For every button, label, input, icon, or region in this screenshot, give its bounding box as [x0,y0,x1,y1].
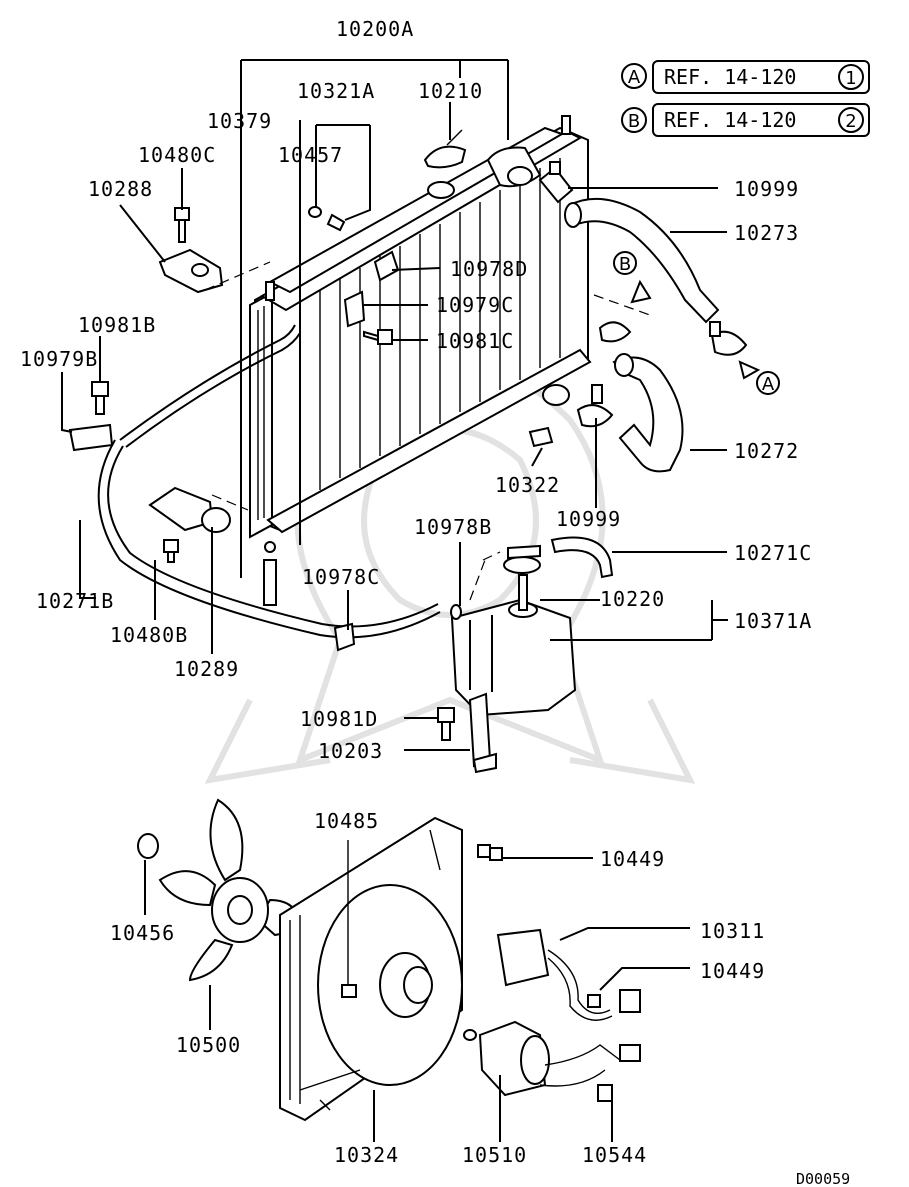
lower-mount-10289 [148,486,249,533]
reservoir-bracket-10203 [468,692,497,774]
label-10288: 10288 [88,177,153,201]
label-10981C: 10981C [436,329,514,353]
radiator [249,115,592,553]
label-10979C: 10979C [436,293,514,317]
drain-tube-10379 [263,559,277,606]
nut-10544 [597,1084,613,1102]
bolt-10449a [477,844,503,861]
part-labels: 10200A 10379 10321A 10210 10480C 10457 1… [20,17,812,1167]
bolt-10981d [437,707,455,741]
grommet-10457 [308,206,346,232]
bolt-10981c [363,329,393,345]
ref-b-text: REF. 14-120 [664,108,796,132]
bolt-10981b [91,381,109,415]
label-10544: 10544 [582,1143,647,1167]
svg-text:B: B [619,254,631,275]
ref-a-number: 1 [845,68,856,89]
label-10480C: 10480C [138,143,216,167]
reservoir-tank [450,544,577,717]
hose-clamp-b [598,321,632,343]
clip-10978b [450,604,462,620]
bolt-10449b [587,994,601,1008]
label-10321A: 10321A [297,79,375,103]
label-10311: 10311 [700,919,765,943]
radiator-cap [423,129,467,169]
label-10978C: 10978C [302,565,380,589]
ref-a-text: REF. 14-120 [664,65,796,89]
ref-arrow-b: B [593,251,652,316]
label-10210: 10210 [418,79,483,103]
overflow-hose-10271b [97,324,441,639]
diagram-code: D00059 [796,1170,850,1187]
hose-clamp-upper [538,161,574,204]
lower-hose [612,353,684,473]
label-10324: 10324 [334,1143,399,1167]
label-10979B: 10979B [20,347,98,371]
label-10449-lower: 10449 [700,959,765,983]
thermo-sensor-10322 [528,426,554,448]
fan-motor-10510 [463,1020,641,1097]
label-10981B: 10981B [78,313,156,337]
label-10500: 10500 [176,1033,241,1057]
label-10200A: 10200A [336,17,414,41]
upper-hose [564,197,720,324]
clip-10978c [333,622,356,652]
label-10510: 10510 [462,1143,527,1167]
svg-text:A: A [762,374,775,395]
hose-clamp-a [709,321,748,356]
label-10379: 10379 [207,109,272,133]
ref-b-marker: B [628,111,640,132]
upper-mount-bracket [158,248,271,294]
label-10456: 10456 [110,921,175,945]
reference-box-a: A REF. 14-120 1 [621,60,870,94]
label-10999-lower: 10999 [556,507,621,531]
label-10272: 10272 [734,439,799,463]
label-10480B: 10480B [110,623,188,647]
ref-a-marker: A [628,67,641,88]
label-10485: 10485 [314,809,379,833]
cap-10456 [137,833,159,859]
label-10371A: 10371A [734,609,812,633]
label-10978B: 10978B [414,515,492,539]
leader-lines [61,59,728,1142]
label-10271C: 10271C [734,541,812,565]
reference-box-b: B REF. 14-120 2 [621,103,870,137]
hose-clamp-lower [576,384,614,428]
label-10981D: 10981D [300,707,378,731]
label-10220: 10220 [600,587,665,611]
connector-10311 [496,928,641,1021]
bolt-10480b [163,539,179,563]
reservoir-hose-10271c [550,536,614,579]
label-10273: 10273 [734,221,799,245]
label-10457: 10457 [278,143,343,167]
bolt-10480c [174,207,190,243]
bracket-10979c [343,290,366,328]
label-10289: 10289 [174,657,239,681]
label-10203: 10203 [318,739,383,763]
label-10271B: 10271B [36,589,114,613]
label-10999-upper: 10999 [734,177,799,201]
fan-shroud-10324 [279,816,463,1122]
label-10978D: 10978D [450,257,528,281]
bracket-10979b [68,423,114,452]
ref-arrow-a: A [738,360,780,395]
ref-b-number: 2 [845,111,856,132]
label-10322: 10322 [495,473,560,497]
label-10449-upper: 10449 [600,847,665,871]
bolt-10485 [341,840,357,998]
